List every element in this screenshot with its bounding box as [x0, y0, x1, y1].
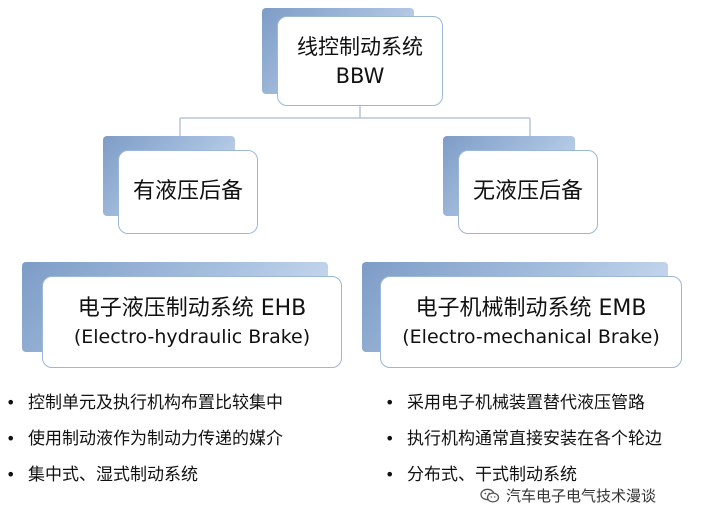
emb-title: 电子机械制动系统 EMB	[415, 296, 647, 321]
root-node-title: 线控制动系统	[297, 35, 423, 59]
root-node: 线控制动系统 BBW	[277, 16, 443, 106]
ehb-title: 电子液压制动系统 EHB	[77, 296, 307, 321]
ehb-feature-list: 控制单元及执行机构布置比较集中 使用制动液作为制动力传递的媒介 集中式、湿式制动…	[6, 390, 283, 498]
root-node-subtitle: BBW	[335, 64, 385, 88]
list-item: 采用电子机械装置替代液压管路	[385, 390, 662, 426]
no-hydraulic-backup-node: 无液压后备	[458, 150, 598, 234]
no-hydraulic-backup-label: 无液压后备	[472, 179, 583, 204]
list-item: 控制单元及执行机构布置比较集中	[6, 390, 283, 426]
hydraulic-backup-label: 有液压后备	[132, 179, 243, 204]
hydraulic-backup-node: 有液压后备	[118, 150, 258, 234]
list-item: 集中式、湿式制动系统	[6, 462, 283, 498]
watermark-text: 汽车电子电气技术漫谈	[506, 487, 657, 505]
watermark: 汽车电子电气技术漫谈	[480, 485, 656, 506]
list-item: 执行机构通常直接安装在各个轮边	[385, 426, 662, 462]
emb-node: 电子机械制动系统 EMB (Electro-mechanical Brake)	[380, 276, 682, 368]
wechat-icon	[480, 488, 500, 504]
list-item: 分布式、干式制动系统	[385, 462, 662, 498]
ehb-node: 电子液压制动系统 EHB (Electro-hydraulic Brake)	[42, 276, 342, 368]
emb-subtitle: (Electro-mechanical Brake)	[402, 326, 660, 348]
emb-feature-list: 采用电子机械装置替代液压管路 执行机构通常直接安装在各个轮边 分布式、干式制动系…	[385, 390, 662, 498]
ehb-subtitle: (Electro-hydraulic Brake)	[73, 326, 311, 348]
list-item: 使用制动液作为制动力传递的媒介	[6, 426, 283, 462]
